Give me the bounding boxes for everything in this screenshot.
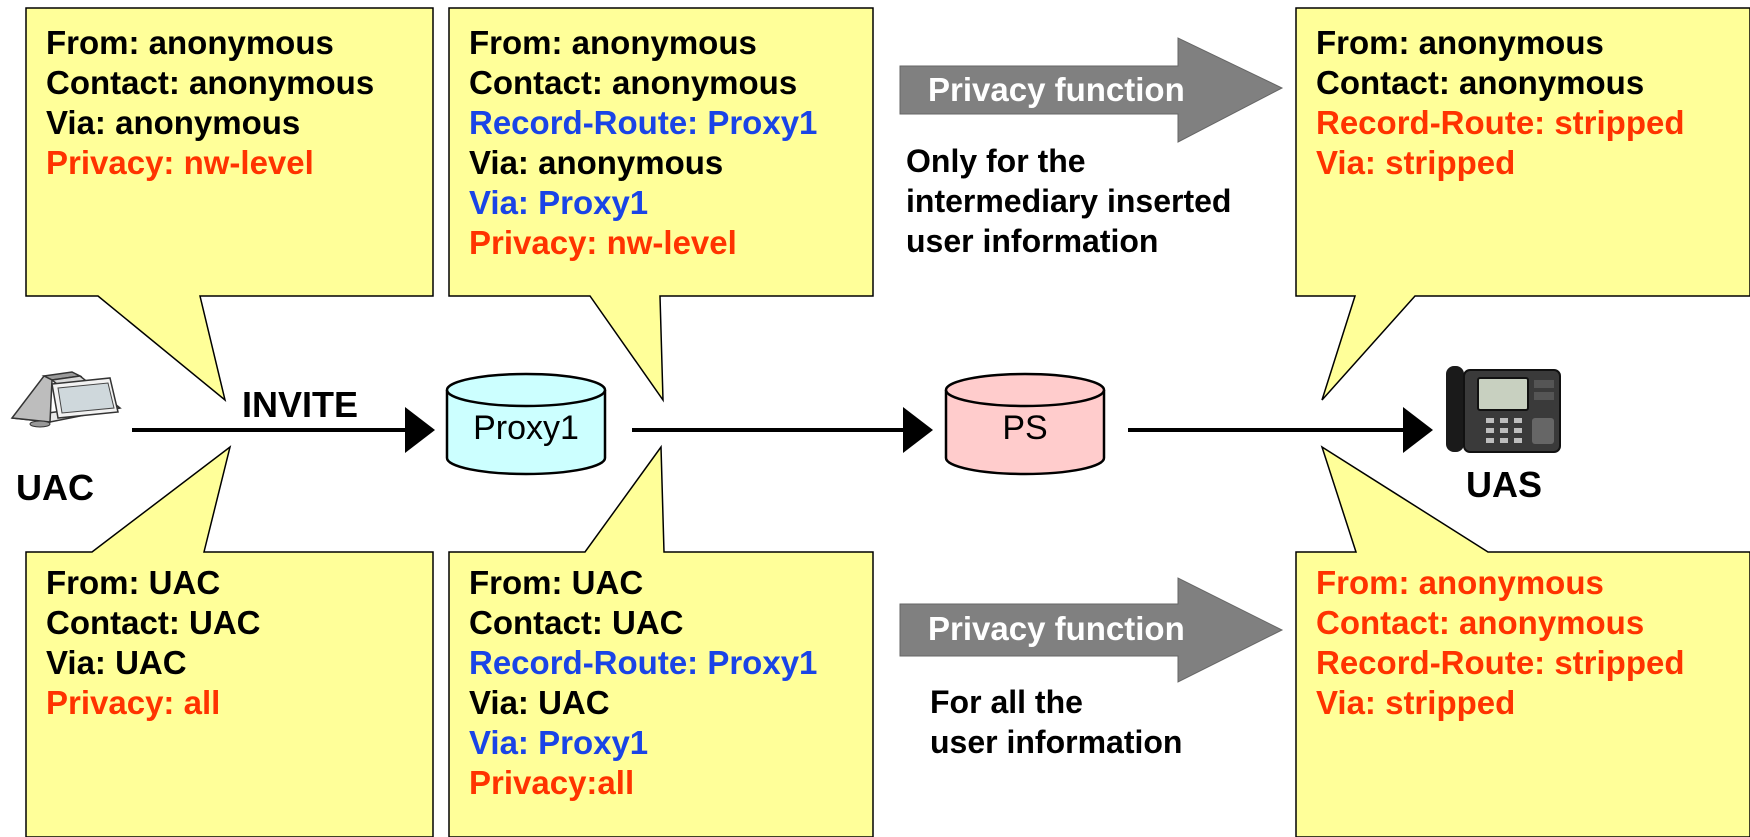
proxy1-label: Proxy1	[473, 409, 579, 447]
callout-bottom-uac-shape	[25, 445, 434, 837]
callout-line: Record-Route: stripped	[1316, 104, 1685, 141]
callout-bottom-proxy-shape	[448, 444, 874, 837]
privacy-arrow-top	[899, 37, 1284, 143]
callout-line: Via: stripped	[1316, 144, 1516, 181]
ps-label: PS	[1002, 409, 1048, 447]
uac-label: UAC	[16, 467, 94, 508]
uas-label: UAS	[1466, 464, 1543, 505]
flow-arrow-proxy-ps	[632, 407, 933, 453]
callout-line: Contact: UAC	[46, 604, 261, 641]
privacy-function-top-label: Privacy function	[928, 71, 1185, 108]
callout-line: Contact: anonymous	[1316, 604, 1645, 641]
invite-label: INVITE	[242, 384, 359, 425]
callout-line: Privacy:all	[469, 764, 635, 801]
note-line: user information	[906, 223, 1159, 259]
callout-line: Record-Route: stripped	[1316, 644, 1685, 681]
laptop-icon	[10, 371, 122, 428]
callout-line: From: anonymous	[469, 24, 757, 61]
callout-line: Privacy: nw-level	[46, 144, 314, 181]
callout-line: Contact: anonymous	[46, 64, 375, 101]
callout-line: From: UAC	[469, 564, 644, 601]
callout-top-proxy-shape	[448, 7, 874, 403]
note-line: For all the	[930, 684, 1083, 720]
flow-arrow-uac-proxy	[132, 407, 435, 453]
callout-top-uas-shape	[1295, 7, 1750, 401]
callout-line: Via: anonymous	[46, 104, 301, 141]
callout-line: Via: Proxy1	[469, 724, 649, 761]
ps-node	[944, 372, 1106, 476]
callout-line: Contact: anonymous	[1316, 64, 1645, 101]
privacy-arrow-bottom	[899, 577, 1284, 683]
callout-line: From: anonymous	[1316, 24, 1604, 61]
callout-line: From: anonymous	[1316, 564, 1604, 601]
callout-line: Via: stripped	[1316, 684, 1516, 721]
callout-line: Record-Route: Proxy1	[469, 104, 818, 141]
callout-line: From: UAC	[46, 564, 221, 601]
note-line: intermediary inserted	[906, 183, 1232, 219]
ip-phone-icon	[1446, 366, 1561, 453]
callout-line: Privacy: nw-level	[469, 224, 737, 261]
note-line: Only for the	[906, 143, 1086, 179]
callout-line: Contact: UAC	[469, 604, 684, 641]
callout-line: Via: UAC	[46, 644, 187, 681]
proxy1-node	[445, 372, 607, 476]
note-line: user information	[930, 724, 1183, 760]
callout-line: From: anonymous	[46, 24, 334, 61]
callout-top-uac-shape	[25, 7, 434, 402]
privacy-bottom-note: For all the user information	[930, 682, 1182, 762]
flow-arrow-ps-uas	[1128, 407, 1433, 453]
callout-line: Via: anonymous	[469, 144, 724, 181]
callout-line: Via: UAC	[469, 684, 610, 721]
callout-line: Via: Proxy1	[469, 184, 649, 221]
callout-line: Record-Route: Proxy1	[469, 644, 818, 681]
callout-line: Privacy: all	[46, 684, 221, 721]
callout-line: Contact: anonymous	[469, 64, 798, 101]
callout-bottom-uas-shape	[1295, 445, 1750, 837]
privacy-function-bottom-label: Privacy function	[928, 610, 1185, 647]
privacy-top-note: Only for the intermediary inserted user in…	[906, 141, 1231, 261]
